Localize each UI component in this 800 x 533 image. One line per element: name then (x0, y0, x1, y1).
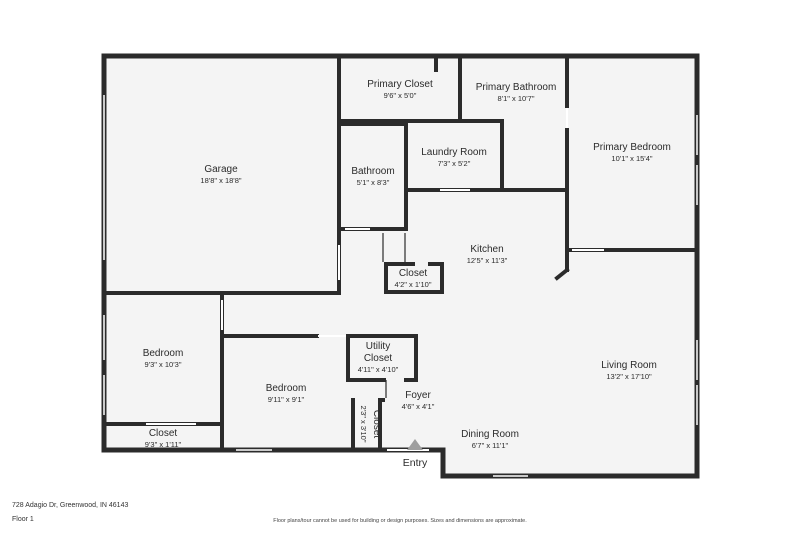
room-name-primary-closet: Primary Closet (367, 79, 433, 90)
room-dims-kitchen: 12'5" x 11'3" (467, 256, 508, 265)
room-name-closet-left: Closet (149, 428, 178, 439)
room-dims-garage: 18'8" x 18'8" (200, 176, 241, 185)
room-name-bedroom-center: Bedroom (266, 383, 307, 394)
room-dims-primary-closet: 9'6" x 5'0" (384, 91, 417, 100)
room-dims-closet-small: 2'3" x 3'10" (359, 406, 368, 443)
room-name-primary-bedroom: Primary Bedroom (593, 142, 671, 153)
room-dims-closet-left: 9'3" x 1'11" (145, 440, 182, 449)
exterior-walls (101, 53, 700, 479)
room-name-dining-room: Dining Room (461, 429, 519, 440)
room-name-kitchen-closet: Closet (399, 268, 428, 279)
room-dims-living-room: 13'2" x 17'10" (606, 372, 652, 381)
disclaimer-text: Floor plans/tour cannot be used for buil… (273, 518, 527, 524)
room-dims-bathroom: 5'1" x 8'3" (357, 178, 390, 187)
room-name-utility-closet-line1: Utility (366, 341, 390, 352)
room-name-living-room: Living Room (601, 360, 657, 371)
room-dims-laundry-room: 7'3" x 5'2" (438, 159, 471, 168)
door-jambs (382, 233, 406, 398)
entry-arrow-icon (407, 439, 423, 450)
room-dims-bedroom-left: 9'3" x 10'3" (145, 360, 182, 369)
room-name-garage: Garage (204, 164, 238, 175)
floor-label: Floor 1 (12, 516, 34, 523)
room-name-laundry-room: Laundry Room (421, 147, 487, 158)
room-dims-foyer: 4'6" x 4'1" (402, 402, 435, 411)
room-dims-primary-bathroom: 8'1" x 10'7" (498, 94, 535, 103)
room-name-bathroom: Bathroom (351, 166, 394, 177)
room-dims-kitchen-closet: 4'2" x 1'10" (395, 280, 432, 289)
room-dims-utility-closet: 4'11" x 4'10" (358, 365, 399, 374)
room-name-utility-closet-line2: Closet (364, 353, 393, 364)
room-labels: Garage 18'8" x 18'8" Primary Closet 9'6"… (143, 79, 671, 450)
room-name-primary-bathroom: Primary Bathroom (476, 82, 557, 93)
entry-label: Entry (403, 457, 428, 469)
windows (103, 95, 698, 477)
room-dims-bedroom-center: 9'11" x 9'1" (268, 395, 305, 404)
room-dims-primary-bedroom: 10'1" x 15'4" (611, 154, 652, 163)
room-name-kitchen: Kitchen (470, 244, 503, 255)
room-name-closet-small: Closet (371, 410, 382, 439)
room-dims-dining-room: 6'7" x 11'1" (472, 441, 509, 450)
address-text: 728 Adagio Dr, Greenwood, IN 46143 (12, 502, 129, 509)
room-name-foyer: Foyer (405, 390, 431, 401)
room-name-bedroom-left: Bedroom (143, 348, 184, 359)
